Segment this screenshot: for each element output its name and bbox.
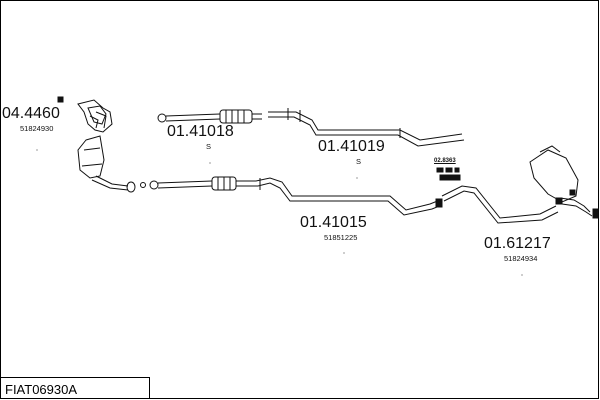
part-number-rear-silencer: 01.61217 [484, 235, 551, 252]
part-number-manifold: 04.4460 [2, 105, 60, 122]
part-ref-front-pipe-upper: S [206, 142, 212, 151]
hardware-kit-shape [436, 167, 461, 181]
diagram-code-box: FIAT06930A [0, 377, 150, 399]
part-ref-middle-pipe-upper: S [356, 157, 362, 166]
front-pipe-upper-shape [157, 109, 262, 124]
manifold-shape [57, 96, 146, 193]
part-number-front-pipe-upper: 01.41018 [167, 123, 234, 140]
front-pipe-lower-shape [149, 176, 443, 216]
part-number-front-pipe-lower: 01.41015 [300, 214, 367, 231]
part-ref-manifold: 51824930 [20, 124, 54, 133]
part-ref-rear-silencer: 51824934 [504, 254, 538, 263]
part-ref-front-pipe-lower: 51851225 [324, 233, 358, 242]
rear-silencer-shape [441, 145, 599, 224]
middle-pipe-upper-shape [268, 108, 465, 147]
hardware-label: 02.8363 [434, 158, 456, 164]
diagram-code: FIAT06930A [5, 382, 78, 397]
part-number-middle-pipe-upper: 01.41019 [318, 138, 385, 155]
